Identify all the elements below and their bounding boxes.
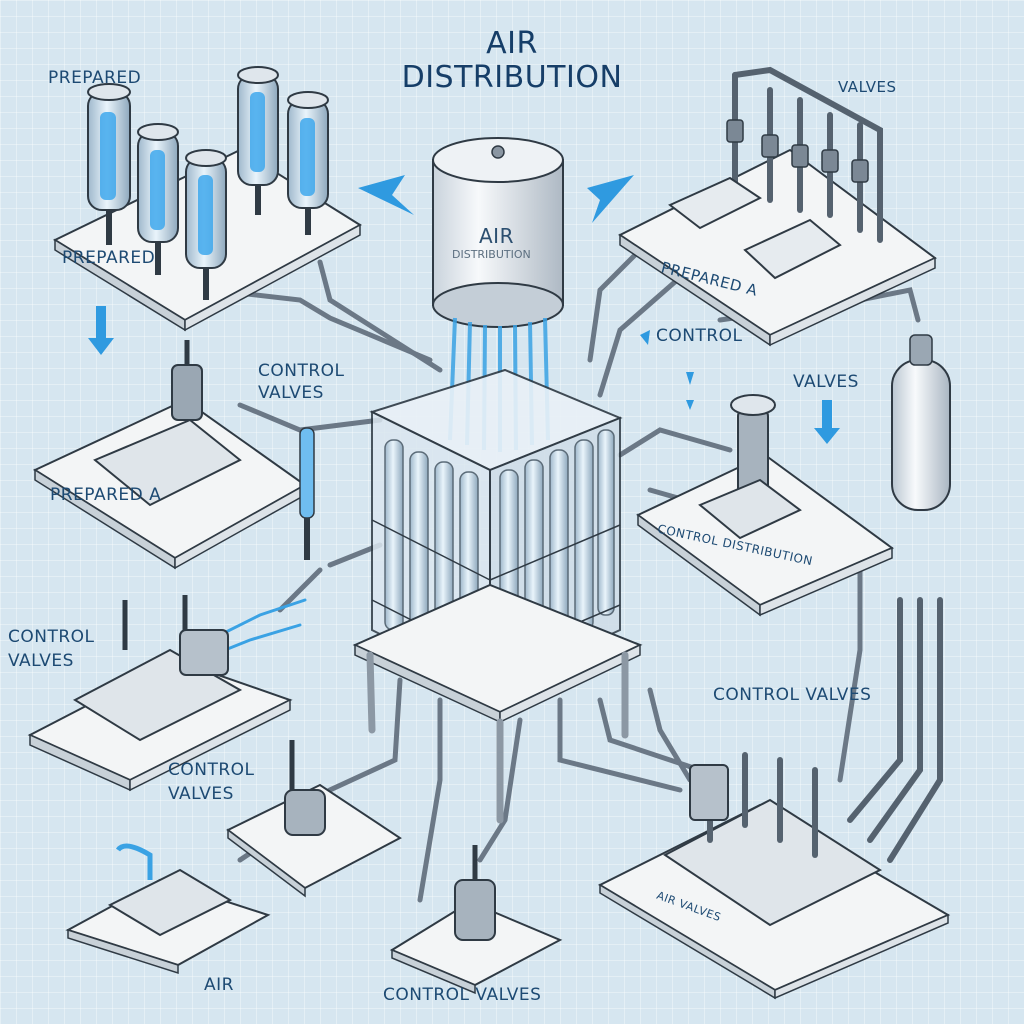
- label-control-valves-right: CONTROL VALVES: [713, 685, 872, 705]
- gas-cylinder: [891, 334, 951, 511]
- bottom-center-valve-station: [389, 845, 563, 995]
- left-valve-station: [32, 340, 315, 570]
- arrow-small-icon-2: [686, 372, 694, 385]
- tank-label: AIR: [479, 224, 514, 248]
- lower-left-valve-station: [27, 595, 293, 792]
- label-air-bottom: AIR: [204, 975, 234, 995]
- label-control-valves-left: CONTROL VALVES: [8, 627, 95, 671]
- small-valve-station: [226, 740, 402, 898]
- cylinder-4: [237, 66, 279, 215]
- cylinder-5: [287, 91, 329, 235]
- right-valve-station: [636, 394, 895, 617]
- valve-manifold-station: [618, 66, 937, 347]
- cylinder-1: [87, 83, 131, 245]
- label-control-valves-lower: CONTROL VALVES: [168, 760, 255, 804]
- arrow-left-icon: [358, 175, 414, 215]
- bottom-right-valve-station: [597, 597, 951, 1000]
- label-prepared-mid: PREPARED: [62, 248, 156, 268]
- air-distribution-tank: [432, 137, 564, 328]
- label-control-right: CONTROL: [656, 326, 743, 346]
- cylinder-2: [137, 123, 179, 275]
- label-control-valves-mid: CONTROL VALVES: [258, 361, 345, 403]
- arrow-small-icon-1: [640, 330, 650, 345]
- bottom-left-valve-station: [65, 843, 271, 975]
- flow-arrows: [88, 175, 840, 444]
- arrow-right-icon: [587, 175, 634, 223]
- label-control-valves-bottom: CONTROL VALVES: [383, 985, 542, 1005]
- label-valves-right: VALVES: [793, 372, 859, 392]
- arrow-down-icon-right: [814, 400, 840, 444]
- arrow-small-icon-3: [686, 400, 694, 410]
- diagram-title-line1: AIR: [486, 26, 538, 61]
- central-glass-rack: [352, 368, 643, 824]
- label-valves-top: VALVES: [838, 78, 897, 96]
- tank-sublabel: DISTRIBUTION: [452, 248, 531, 261]
- label-prepared-a: PREPARED A: [50, 485, 162, 505]
- arrow-down-icon-left: [88, 306, 114, 355]
- label-prepared-top: PREPARED: [48, 68, 142, 88]
- prepared-cylinders-station: [52, 66, 362, 332]
- cylinder-3: [185, 149, 227, 300]
- diagram-title-line2: DISTRIBUTION: [401, 60, 623, 95]
